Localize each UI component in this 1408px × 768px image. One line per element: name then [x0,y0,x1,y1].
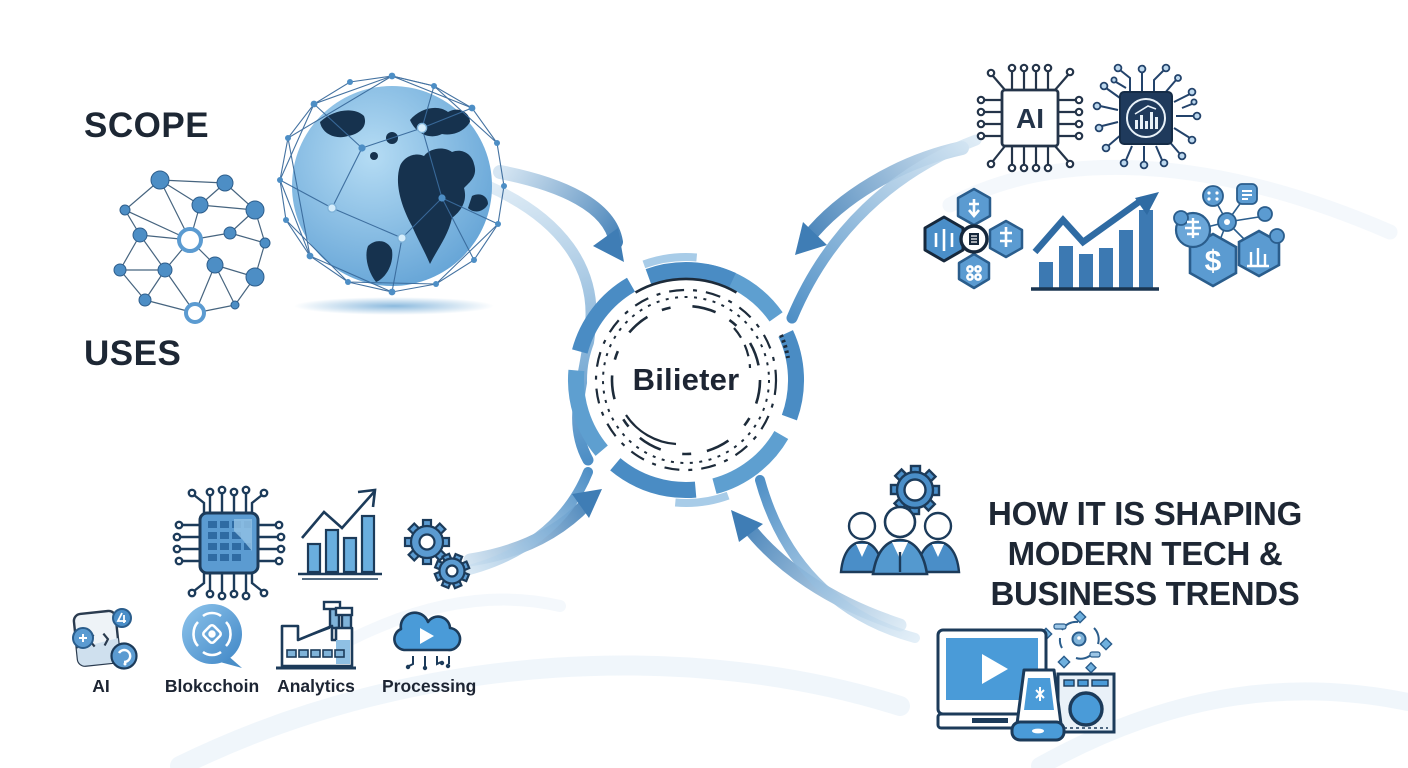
arrow-top-right [786,134,982,324]
ai-icon-label: AI [92,676,110,696]
finance-network-icon: $ [1165,178,1287,300]
svg-text:AI: AI [1016,103,1044,134]
svg-text:$: $ [1205,245,1222,278]
ai-document-icon [60,600,142,678]
gears-icon [400,515,475,595]
cloud-processing-icon [385,598,465,674]
central-hub: Bilieter [556,250,816,510]
background-wisps [170,159,1408,768]
processor-chip-icon [170,475,286,610]
arrow-bottom-left [447,467,602,579]
hub-title: Bilieter [632,362,740,397]
scope-heading: SCOPE [84,106,210,145]
circuit-chart-chip-icon [1090,58,1202,173]
arrow-bottom-right [731,475,920,643]
ai-chip-icon: AI [975,55,1085,175]
right-heading-line3: BUSINESS TRENDS [990,575,1300,612]
growth-bar-chart-icon [1025,190,1165,295]
processing-icon-label: Processing [382,676,477,696]
blockchain-bubble-icon [172,598,252,676]
uses-heading: USES [84,334,182,373]
right-heading-line2: MODERN TECH & [1007,535,1283,572]
bar-chart-arrow-icon [290,480,390,585]
blockchain-icon-label: Blokcchoin [164,676,260,696]
right-heading-line1: HOW IT IS SHAPING [988,495,1302,532]
blockchain-hexagon-cluster-icon [920,185,1028,293]
media-devices-icon [930,610,1120,747]
connected-globe-icon [272,68,517,318]
ai-sparkle-network-icon [1039,610,1113,674]
right-heading: HOW IT IS SHAPING MODERN TECH & BUSINESS… [972,494,1318,614]
network-graph-icon [105,165,271,325]
factory-analytics-icon [272,598,360,674]
team-gear-icon [835,460,965,576]
analytics-icon-label: Analytics [277,676,355,696]
